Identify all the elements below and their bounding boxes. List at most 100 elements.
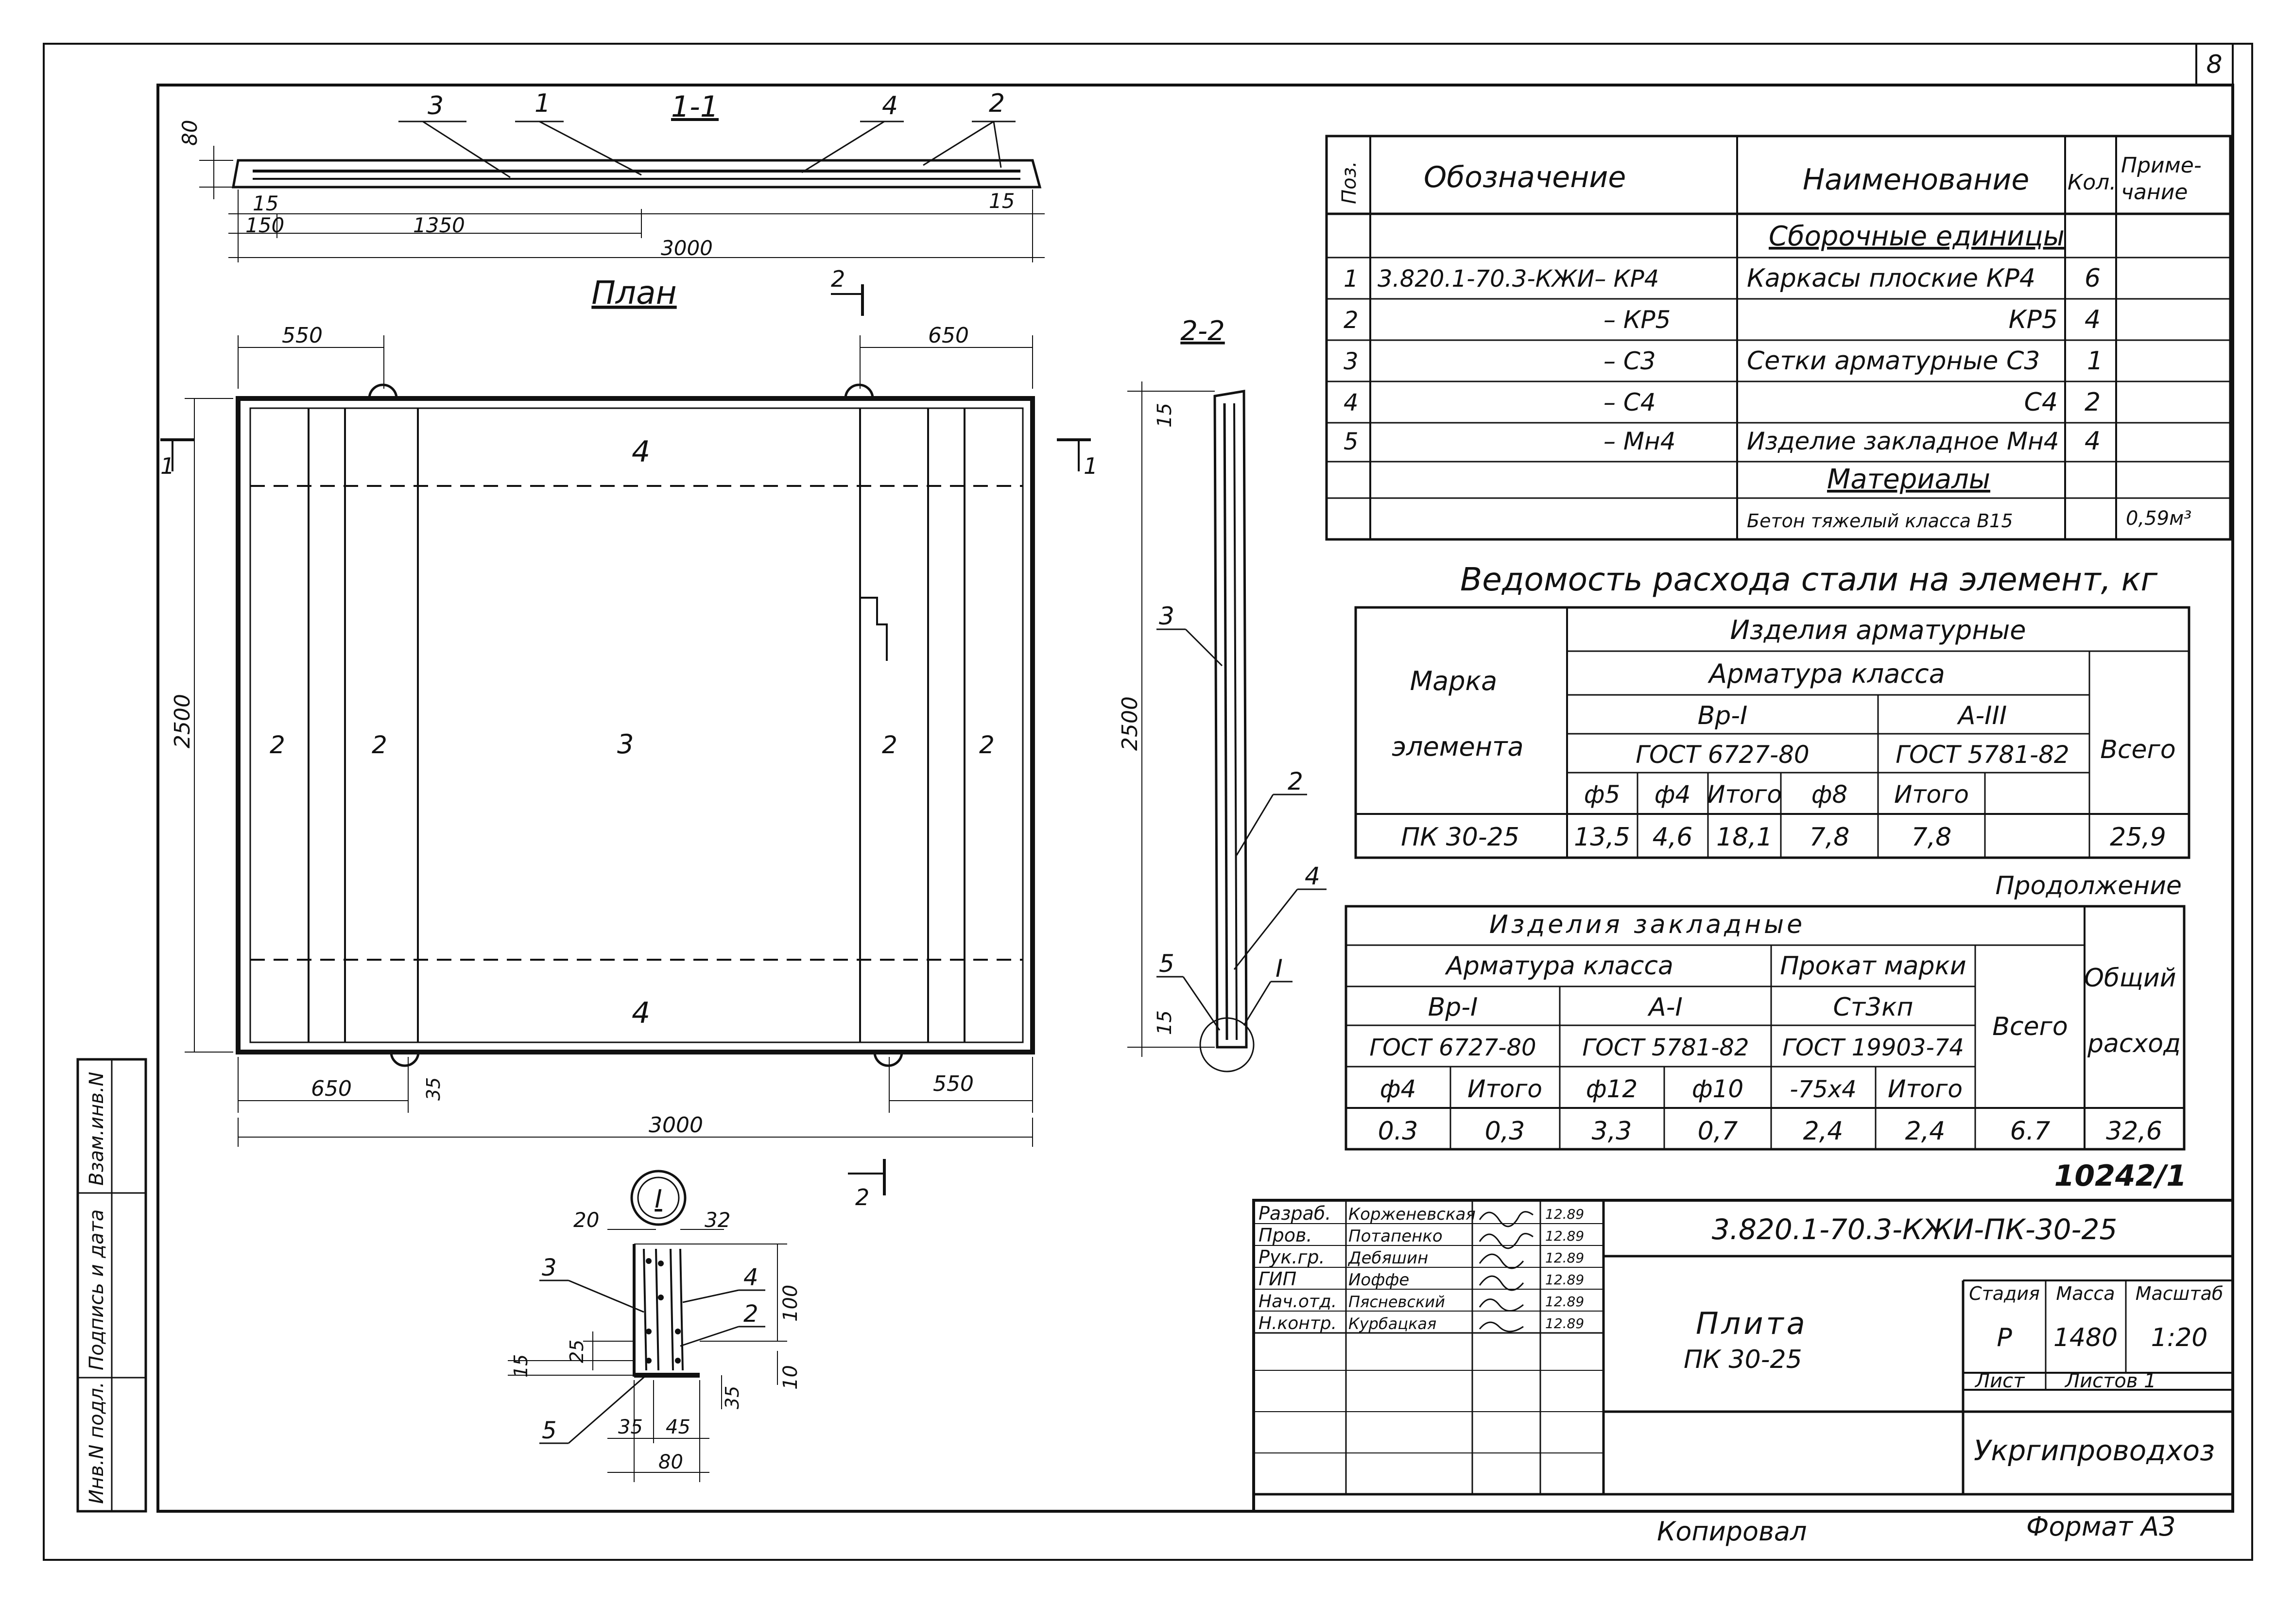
section-1-1-callout-2: 2 — [989, 89, 1005, 118]
tb-role: ГИП — [1259, 1268, 1296, 1290]
tb-role: Нач.отд. — [1259, 1292, 1337, 1312]
section-2-2-callout-2: 2 — [1288, 767, 1303, 795]
steel2-st3: Ст3кп — [1833, 993, 1913, 1022]
spec-group-assembly: Сборочные единицы — [1769, 221, 2065, 252]
steel2-value: 32,6 — [2106, 1117, 2162, 1146]
steel2-value: 0,3 — [1485, 1117, 1525, 1146]
section-1-1-callout-1: 1 — [534, 89, 551, 118]
plan-dim-height: 2500 — [170, 694, 195, 748]
spec-row-pos: 1 — [1344, 265, 1359, 293]
tb-scale: 1:20 — [2151, 1323, 2208, 1352]
tb-date: 12.89 — [1545, 1294, 1584, 1310]
left-strip: Инв.N подл. Подпись и дата Взам.инв.N — [76, 1058, 147, 1513]
steel1-mark-header-2: элемента — [1392, 731, 1523, 762]
steel1-col: ф4 — [1655, 780, 1691, 809]
steel1-value: 7,8 — [1810, 823, 1850, 852]
detail-ref-circle — [1199, 1017, 1255, 1072]
spec-row-qty: 1 — [2087, 346, 2103, 376]
tb-mass-header: Масса — [2056, 1283, 2115, 1304]
steel1-gost-vr1: ГОСТ 6727-80 — [1636, 741, 1809, 769]
steel1-vr1: Вр-I — [1698, 701, 1748, 730]
steel2-value: 2,4 — [1803, 1117, 1844, 1146]
detail-i-dim-10: 10 — [779, 1365, 802, 1390]
signature-icon — [1479, 1233, 1534, 1249]
tb-sheets-label: Листов 1 — [2064, 1370, 2156, 1392]
detail-i-dim-25: 25 — [566, 1340, 587, 1363]
plan-zone-top: 4 — [632, 435, 650, 469]
steel2-overall-header: Общий расход — [2084, 964, 2184, 1058]
tb-organization: Укргипроводхоз — [1974, 1434, 2215, 1467]
detail-i-dim-35v: 35 — [722, 1386, 743, 1409]
spec-header-note: Приме- чание — [2121, 153, 2208, 205]
section-1-1-dim-offset: 150 — [245, 213, 284, 237]
drawing-frame — [156, 84, 2234, 1513]
detail-i-callout-4: 4 — [743, 1264, 759, 1291]
spec-row-pos: 5 — [1344, 428, 1359, 455]
tb-scale-header: Масштаб — [2136, 1283, 2224, 1304]
steel1-class-header: Арматура класса — [1707, 658, 1945, 689]
section-2-2-dim-bottom: 15 — [1154, 1010, 1176, 1035]
tb-stage-header: Стадия — [1969, 1283, 2040, 1304]
steel2-col: -75x4 — [1790, 1076, 1856, 1103]
spec-material-note: 0,59м³ — [2126, 507, 2191, 530]
lifting-loop-icon — [390, 1052, 420, 1067]
steel2-gost-vr1: ГОСТ 6727-80 — [1369, 1034, 1536, 1061]
steel1-col: Итого — [1894, 780, 1969, 809]
tb-role: Н.контр. — [1259, 1313, 1337, 1333]
plan-zone-bottom: 4 — [632, 996, 650, 1030]
steel1-value: 18,1 — [1716, 823, 1773, 852]
detail-i: I 20 32 100 10 25 15 35 — [508, 1170, 802, 1482]
spec-row-name: КР5 — [2009, 305, 2058, 334]
tb-name: Курбацкая — [1348, 1314, 1436, 1333]
section-2-2-slab — [1213, 390, 1248, 1049]
section-2-2-dim-top: 15 — [1154, 403, 1176, 428]
detail-i-dim-45: 45 — [666, 1416, 690, 1438]
section-2-2-callout-5: 5 — [1159, 950, 1174, 978]
steel1-mark-header: Марка элемента — [1392, 666, 1523, 762]
plan-dim-bottom-right: 550 — [933, 1071, 974, 1096]
steel2-top-header: Изделия закладные — [1489, 910, 1805, 939]
section-1-1-title: 1-1 — [671, 90, 719, 124]
spec-group-materials: Материалы — [1827, 464, 1990, 495]
plan-strip-label: 2 — [372, 731, 387, 759]
spec-row-pos: 4 — [1344, 389, 1359, 416]
spec-row-name: Изделие закладное Мн4 — [1747, 427, 2059, 455]
section-1-1-dim-height: 80 — [178, 120, 202, 146]
steel2-col: ф10 — [1692, 1075, 1743, 1103]
spec-row-code: – С4 — [1603, 388, 1656, 416]
section-2-2-callout-i: I — [1276, 954, 1283, 983]
tb-date: 12.89 — [1545, 1315, 1584, 1331]
lifting-loop-icon — [873, 1052, 903, 1067]
continuation-label: Продолжение — [1995, 871, 2182, 900]
steel2-value: 6.7 — [2010, 1117, 2051, 1146]
spec-header-pos: Поз. — [1338, 161, 1361, 204]
spec-material-name: Бетон тяжелый класса В15 — [1747, 510, 2013, 532]
steel2-col: ф12 — [1586, 1075, 1638, 1103]
strip-replace-label: Взам.инв.N — [86, 1072, 108, 1186]
detail-i-title: I — [655, 1185, 662, 1214]
tb-name: Пясневский — [1348, 1293, 1445, 1311]
steel1-gost-a3: ГОСТ 5781-82 — [1896, 741, 2069, 769]
plan-view: План 4 4 3 2 2 2 2 550 6 — [160, 266, 1098, 1210]
plan-section-mark-top: 2 — [831, 266, 845, 292]
steel2-value: 2,4 — [1905, 1117, 1946, 1146]
section-1-1: 1-1 3 1 4 2 80 15 15 150 1350 3000 — [178, 89, 1045, 262]
detail-i-dim-80: 80 — [658, 1451, 683, 1473]
spec-row-pos: 2 — [1344, 307, 1359, 334]
detail-i-callout-5: 5 — [542, 1417, 557, 1444]
section-1-1-dim-total: 3000 — [661, 236, 713, 260]
plan-dim-top-right: 650 — [928, 323, 969, 348]
tb-name: Потапенко — [1348, 1227, 1443, 1246]
tb-role: Пров. — [1259, 1225, 1312, 1246]
steel1-col: Итого — [1707, 780, 1782, 809]
plan-zone-center: 3 — [617, 729, 634, 760]
plan-dim-loop: 35 — [423, 1077, 444, 1101]
plan-strip-label: 2 — [270, 731, 285, 759]
spec-table: Поз. Обозначение Наименование Кол. Приме… — [1325, 135, 2232, 541]
tb-mass: 1480 — [2053, 1323, 2118, 1352]
spec-row-code: – КР5 — [1603, 306, 1671, 334]
title-block: Разраб. Пров. Рук.гр. ГИП Нач.отд. Н.кон… — [1252, 1199, 2234, 1513]
steel2-class-header: Арматура класса — [1445, 951, 1673, 981]
section-1-1-dim-half: 1350 — [413, 213, 465, 237]
